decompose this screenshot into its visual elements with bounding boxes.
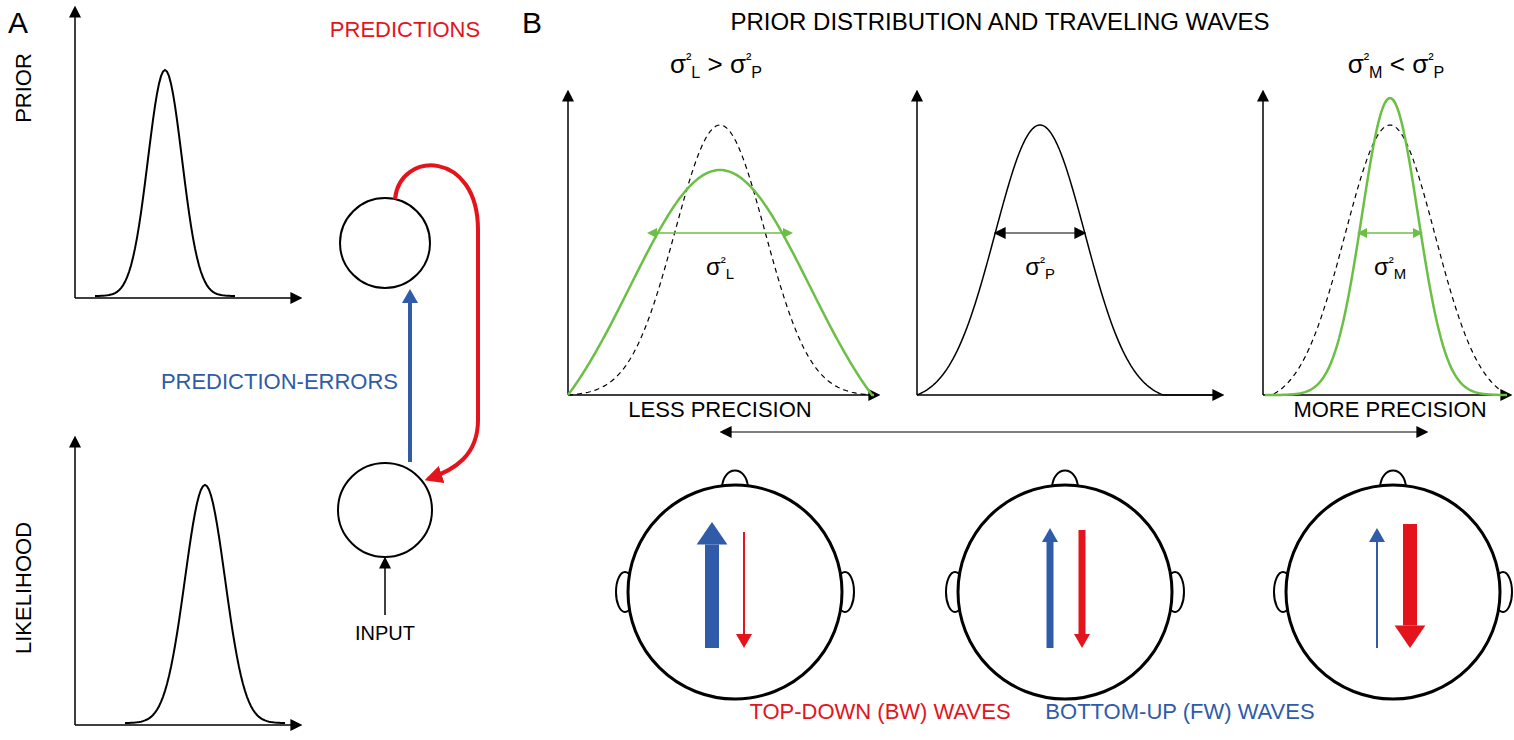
axis-y xyxy=(74,438,76,725)
axis-title: PRIOR xyxy=(12,53,36,123)
axis-y xyxy=(1262,92,1264,395)
bottom-up-arrow xyxy=(1047,542,1054,648)
prior-dashed xyxy=(568,125,874,395)
width-arrow xyxy=(996,232,1084,233)
variance-label: σ²M xyxy=(1374,254,1406,283)
prediction-error-arrow-head xyxy=(402,289,418,303)
top-down-arrow xyxy=(1403,524,1417,626)
level-circle xyxy=(340,198,430,288)
axis-title: LIKELIHOOD xyxy=(12,522,36,654)
panel-letter: B xyxy=(522,6,542,39)
bottom-up-arrow-head xyxy=(1042,528,1058,542)
axis-note: LESS PRECISION xyxy=(628,398,811,422)
bottom-up-arrow-head xyxy=(1369,528,1385,542)
broad-curve xyxy=(568,170,874,395)
arrow-label: PREDICTIONS xyxy=(330,18,480,42)
top-down-arrow-head xyxy=(1074,634,1090,648)
wave-label: TOP-DOWN (BW) WAVES xyxy=(749,700,1010,724)
variance-relation: σ²L > σ²P xyxy=(670,50,762,82)
prior-curve xyxy=(95,70,235,296)
head-outline xyxy=(958,485,1172,699)
prediction-arrow xyxy=(395,165,478,479)
level-circle xyxy=(338,463,432,557)
variance-label: σ²L xyxy=(706,254,734,283)
axis-x xyxy=(75,724,300,726)
panel-letter: A xyxy=(8,6,28,39)
axis-x xyxy=(568,394,878,396)
head-outline xyxy=(628,485,842,699)
bottom-up-arrow xyxy=(1376,542,1378,648)
variance-label: σ²P xyxy=(1025,254,1055,283)
width-arrow xyxy=(649,232,791,234)
prior-curve xyxy=(917,125,1219,395)
variance-relation: σ²M < σ²P xyxy=(1348,50,1445,82)
bottom-up-arrow-head xyxy=(697,522,728,544)
prediction-error-arrow xyxy=(408,303,412,462)
width-arrow xyxy=(1359,232,1421,234)
prior-dashed xyxy=(1265,125,1507,395)
input-arrow xyxy=(384,559,386,615)
bottom-up-arrow xyxy=(705,544,719,648)
top-down-arrow-head xyxy=(736,634,752,648)
top-down-arrow xyxy=(1079,530,1086,634)
narrow-curve xyxy=(1265,98,1507,395)
arrow-label: PREDICTION-ERRORS xyxy=(161,370,398,394)
likelihood-curve xyxy=(125,485,285,723)
panel-title: PRIOR DISTRIBUTION AND TRAVELING WAVES xyxy=(730,9,1269,35)
top-down-arrow-head xyxy=(1395,626,1426,648)
axis-note: MORE PRECISION xyxy=(1293,398,1486,422)
axis-y xyxy=(916,92,918,395)
wave-label: BOTTOM-UP (FW) WAVES xyxy=(1045,700,1314,724)
top-down-arrow xyxy=(743,532,745,634)
width-arrow xyxy=(722,431,1426,432)
axis-y xyxy=(74,8,76,298)
input-label: INPUT xyxy=(355,622,415,644)
head-outline xyxy=(1286,485,1500,699)
axis-y xyxy=(567,92,569,395)
axis-x xyxy=(75,297,300,299)
